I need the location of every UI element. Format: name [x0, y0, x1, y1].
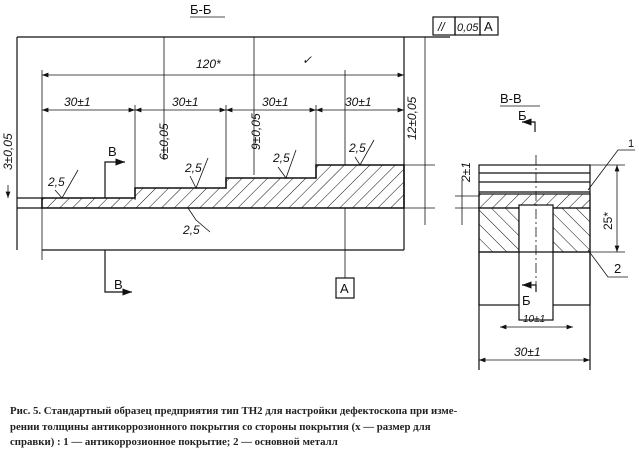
- dim-height-4: 12±0,05: [405, 96, 419, 140]
- caption-line-1: Рис. 5. Стандартный образец предприятия …: [10, 405, 458, 417]
- roughness-4-symbol: [354, 139, 375, 166]
- tolerance-datum: A: [484, 19, 493, 34]
- section-vv-title: В-В: [500, 91, 522, 106]
- section-arrow-lower: [104, 250, 132, 296]
- tolerance-datum-cell: [479, 16, 499, 36]
- dim-width-vv: 30±1: [514, 345, 541, 359]
- dim-height-3: 9±0,05: [249, 113, 263, 150]
- callout-1-leader: [587, 149, 635, 191]
- roughness-4: 2,5: [348, 141, 366, 155]
- dim-step-3: 30±1: [262, 95, 289, 109]
- tolerance-symbol: //: [437, 20, 446, 34]
- roughness-3-symbol: [277, 149, 297, 179]
- dim-step-1: 30±1: [64, 95, 91, 109]
- callout-2-leader: [587, 249, 628, 278]
- roughness-5-symbol: [187, 207, 211, 233]
- callout-1: 1: [628, 138, 634, 150]
- caption-line-2: рении толщины антикоррозионного покрытия…: [10, 420, 431, 433]
- tolerance-value: 0,05: [457, 22, 479, 34]
- dim-height-1: 3±0,05: [1, 133, 15, 170]
- datum-label: A: [340, 281, 349, 296]
- dim-step-2: 30±1: [172, 95, 199, 109]
- roughness-5: 2,5: [182, 223, 200, 237]
- dim-height-vv: 25*: [601, 212, 615, 230]
- base-metal-left: [478, 207, 520, 253]
- datum-box: [335, 277, 355, 299]
- dim-overall-length: 120*: [196, 57, 221, 71]
- check-mark: ✓: [302, 53, 312, 67]
- dim-height-2: 6±0,05: [157, 123, 171, 160]
- roughness-2: 2,5: [184, 161, 202, 175]
- section-mark-lower: В: [114, 277, 123, 292]
- roughness-3: 2,5: [272, 151, 290, 165]
- technical-drawing: Б-Б // 0,05 A 120* ✓ 30±1 30±1 30±1: [1, 2, 635, 370]
- section-arrow-upper-vv: [522, 118, 536, 132]
- section-bb: Б-Б // 0,05 A 120* ✓ 30±1 30±1 30±1: [1, 2, 499, 299]
- roughness-1: 2,5: [47, 175, 65, 189]
- roughness-1-symbol: [54, 169, 79, 199]
- figure-caption: Рис. 5. Стандартный образец предприятия …: [10, 404, 635, 451]
- dim-step-4: 30±1: [345, 95, 372, 109]
- base-metal-right: [552, 207, 591, 253]
- roughness-2-symbol: [189, 157, 209, 189]
- caption-line-3: справки) : 1 — антикоррозионное покрытие…: [10, 436, 338, 448]
- dim-coating-thickness: 2±1: [459, 162, 473, 183]
- dim-slot-width: 10±1: [523, 314, 545, 325]
- coating-steps: [41, 164, 405, 209]
- section-vv: В-В Б 2±1 25* 10±1 30±1 Б 1: [455, 91, 635, 370]
- section-mark-upper: В: [108, 144, 117, 159]
- section-bb-title: Б-Б: [190, 2, 211, 17]
- callout-2: 2: [614, 261, 621, 276]
- section-arrow-upper: [104, 158, 125, 198]
- section-arrow-lower-vv: [522, 281, 537, 292]
- tolerance-frame: // 0,05 A: [432, 16, 499, 36]
- slot: [518, 204, 554, 321]
- section-mark-upper-vv: Б: [518, 108, 527, 123]
- section-mark-lower-vv: Б: [522, 293, 531, 308]
